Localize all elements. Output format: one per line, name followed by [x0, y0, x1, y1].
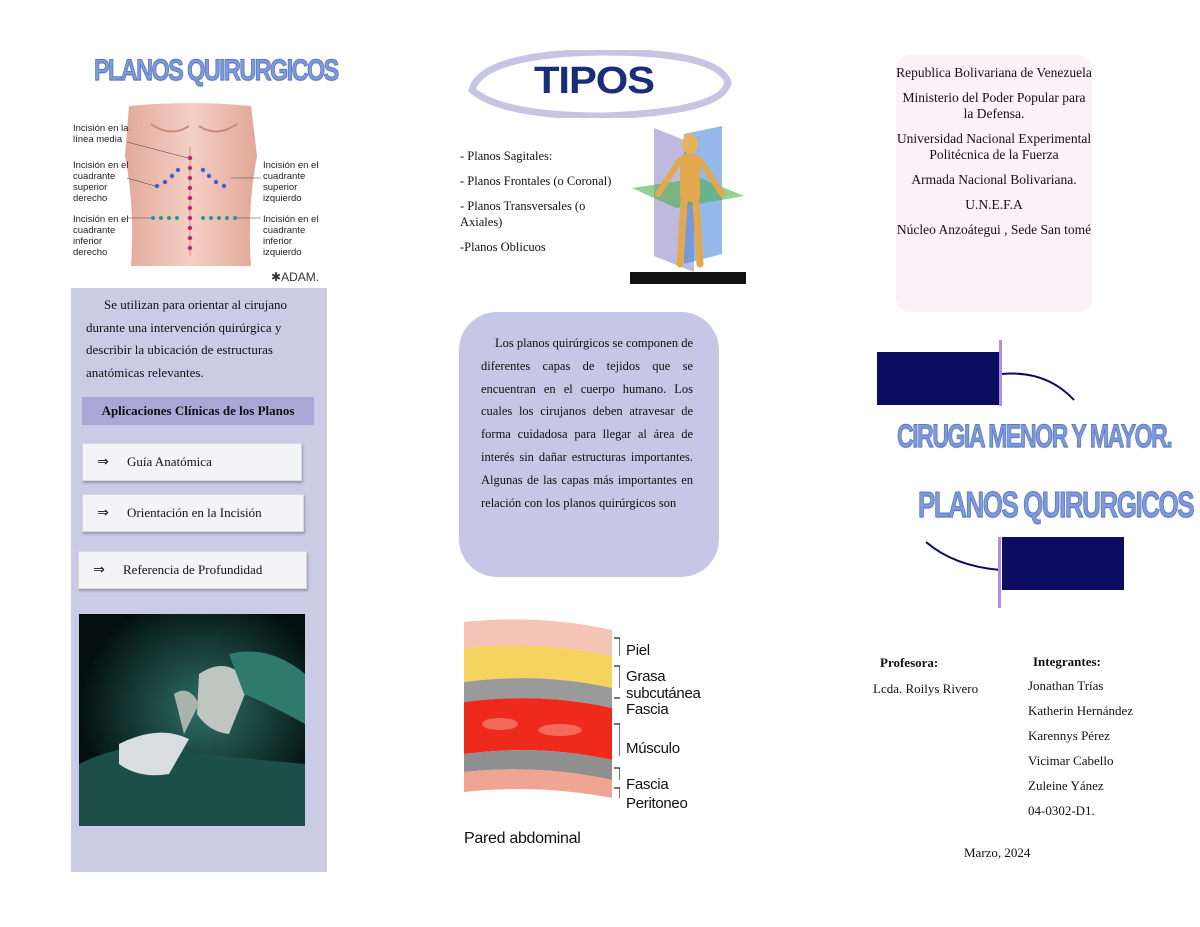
incision-orientation-button[interactable]: ⇒ Orientación en la Incisión — [82, 494, 304, 532]
violet-bar-bottom — [998, 537, 1001, 608]
ellipse-swoosh-icon — [468, 50, 732, 118]
institution-header: Republica Bolivariana de Venezuela Minis… — [896, 55, 1092, 312]
surgery-photo — [79, 614, 305, 826]
abdominal-incisions-figure: Incisión en la línea media Incisión en e… — [71, 96, 327, 288]
violet-bar-top — [999, 340, 1002, 406]
layer-muscle-label: Músculo — [626, 740, 680, 757]
institution-line: Republica Bolivariana de Venezuela — [896, 65, 1092, 80]
incision-orientation-label: Orientación en la Incisión — [127, 505, 262, 520]
plane-type-item: - Planos Sagitales: — [460, 149, 553, 163]
institution-line: Armada Nacional Bolivariana. — [911, 172, 1077, 187]
tipos-banner: TIPOS — [462, 50, 732, 118]
layer-fascia-label: Fascia — [626, 701, 669, 718]
label-upper-right-incision: Incisión en el cuadrante superior derech… — [73, 160, 129, 204]
layer-fascia-deep-label: Fascia — [626, 776, 669, 793]
member-name: Katherin Hernández — [1028, 703, 1134, 718]
plane-type-item: -Planos Oblicuos — [460, 240, 546, 254]
arrow-right-icon: ⇒ — [93, 562, 105, 578]
navy-block-top — [877, 352, 999, 405]
description-paragraph: Los planos quirúrgicos se componen de di… — [481, 332, 693, 514]
date: Marzo, 2024 — [964, 845, 1031, 860]
intro-text: Se utilizan para orientar al cirujano du… — [86, 297, 288, 380]
left-title: PLANOS QUIRURGICOS — [94, 54, 340, 88]
plane-types-list: - Planos Sagitales: - Planos Frontales (… — [460, 148, 620, 264]
layer-skin-label: Piel — [626, 642, 650, 659]
cover-title-line1: CIRUGIA MENOR Y MAYOR. — [897, 418, 1173, 455]
abdominal-wall-figure: Piel Grasa subcutánea Fascia Músculo Fas… — [460, 612, 740, 857]
institution-line: Ministerio del Poder Popular para la Def… — [902, 90, 1086, 121]
abdominal-wall-caption: Pared abdominal — [464, 830, 581, 847]
body-planes-figure — [630, 124, 746, 284]
institution-line: Universidad Nacional Experimental Polité… — [896, 131, 1092, 162]
label-lower-right-incision: Incisión en el cuadrante inferior derech… — [73, 214, 129, 258]
member-name: Karennys Pérez — [1028, 728, 1110, 743]
depth-reference-label: Referencia de Profundidad — [123, 562, 263, 577]
swoosh-curve-top — [1001, 372, 1075, 401]
institution-line: U.N.E.F.A — [965, 197, 1023, 212]
member-name: Zuleine Yánez — [1028, 778, 1104, 793]
description-card: Los planos quirúrgicos se componen de di… — [459, 312, 719, 577]
label-lower-left-incision: Incisión en el cuadrante inferior izquie… — [263, 214, 319, 258]
torso-illustration — [125, 103, 261, 266]
section-code: 04-0302-D1. — [1028, 803, 1095, 818]
description-text: Los planos quirúrgicos se componen de di… — [481, 336, 693, 510]
layer-peritoneum-label: Peritoneo — [626, 795, 688, 812]
institution-line: Núcleo Anzoátegui , Sede San tomé — [896, 222, 1092, 237]
member-name: Vicimar Cabello — [1028, 753, 1114, 768]
adam-credit: ✱ADAM. — [271, 270, 320, 284]
professor-name: Lcda. Roilys Rivero — [873, 681, 979, 696]
cover-title-line2: PLANOS QUIRURGICOS — [918, 484, 1195, 526]
depth-reference-button[interactable]: ⇒ Referencia de Profundidad — [78, 551, 307, 589]
professor-label: Profesora: — [880, 655, 939, 670]
arrow-right-icon: ⇒ — [97, 505, 109, 521]
adam-logo-icon: ✱ — [271, 270, 282, 284]
intro-paragraph: Se utilizan para orientar al cirujano du… — [86, 294, 314, 384]
adam-credit-text: ADAM. — [281, 270, 320, 284]
tipos-title: TIPOS — [534, 60, 655, 102]
layer-fat-label: Grasa subcutánea — [626, 668, 701, 702]
surgery-scene-image — [79, 614, 305, 826]
navy-block-bottom — [1002, 537, 1124, 590]
plane-type-item: - Planos Transversales (o Axiales) — [460, 199, 586, 229]
anatomical-planes-image — [630, 126, 746, 284]
plane-type-item: - Planos Frontales (o Coronal) — [460, 174, 612, 188]
member-name: Jonathan Trías — [1028, 678, 1104, 693]
members-label: Integrantes: — [1033, 654, 1101, 669]
swoosh-curve-bottom — [925, 541, 1001, 571]
applications-heading: Aplicaciones Clínicas de los Planos — [82, 397, 314, 425]
anatomical-guide-label: Guía Anatómica — [127, 454, 212, 469]
arrow-right-icon: ⇒ — [97, 454, 109, 470]
anatomical-guide-button[interactable]: ⇒ Guía Anatómica — [82, 443, 302, 481]
label-upper-left-incision: Incisión en el cuadrante superior izquie… — [263, 160, 319, 204]
label-midline-incision: Incisión en la línea media — [73, 123, 129, 145]
tissue-layers-illustration — [464, 619, 620, 798]
